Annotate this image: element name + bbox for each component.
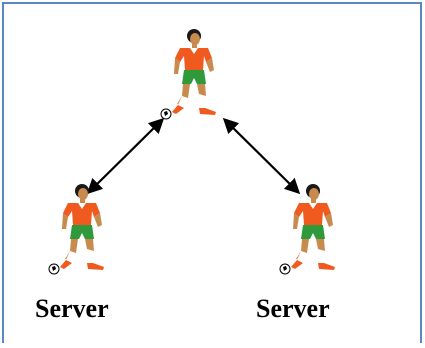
server-label-left: Server <box>35 294 109 323</box>
soccer-player-icon-top <box>160 28 217 120</box>
server-label-right: Server <box>256 294 330 323</box>
soccer-player-icon-left <box>48 183 105 275</box>
link-arrow-top-left <box>86 117 165 195</box>
soccer-player-icon-right <box>279 183 336 275</box>
link-arrow-top-right <box>222 117 301 195</box>
